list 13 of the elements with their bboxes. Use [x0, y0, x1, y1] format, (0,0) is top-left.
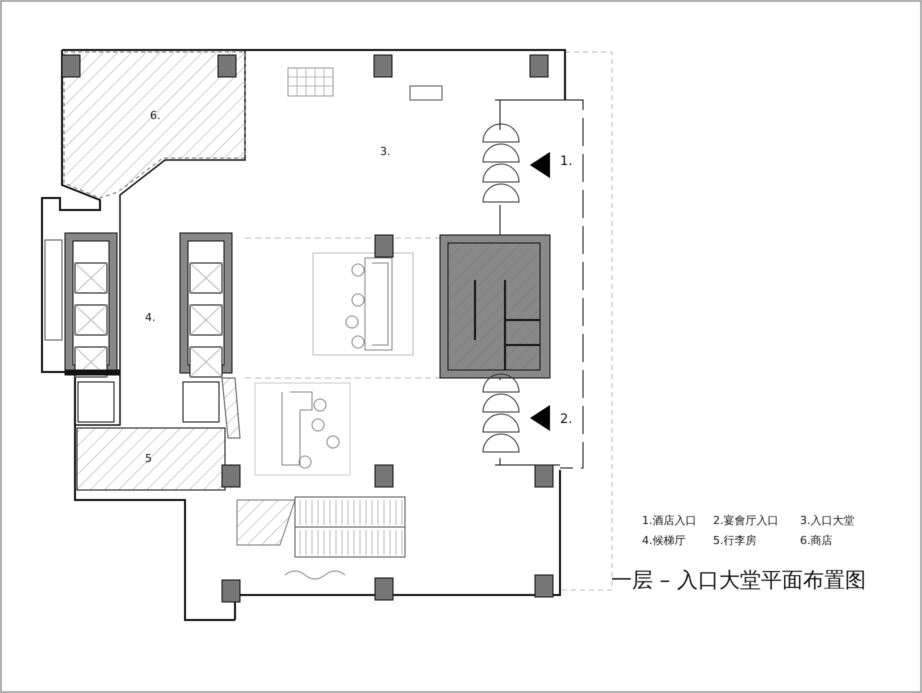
- room-number: 3.: [380, 146, 390, 157]
- plan-title: 一层 – 入口大堂平面布置图: [611, 570, 866, 591]
- legend-text: 2.宴會厅入口: [713, 515, 778, 526]
- room-number: 2.: [560, 413, 572, 426]
- room-number: 5: [145, 453, 152, 464]
- legend-text: 6.商店: [800, 535, 832, 546]
- legend-text: 4.候梯厅: [642, 535, 686, 546]
- legend-text: 5.行李房: [713, 535, 756, 546]
- room-number: 1.: [560, 155, 572, 168]
- room-number: 4.: [145, 312, 156, 323]
- legend-text: 3.入口大堂: [800, 515, 854, 526]
- room-number: 6.: [150, 110, 160, 121]
- legend-text: 1.酒店入口: [642, 515, 696, 526]
